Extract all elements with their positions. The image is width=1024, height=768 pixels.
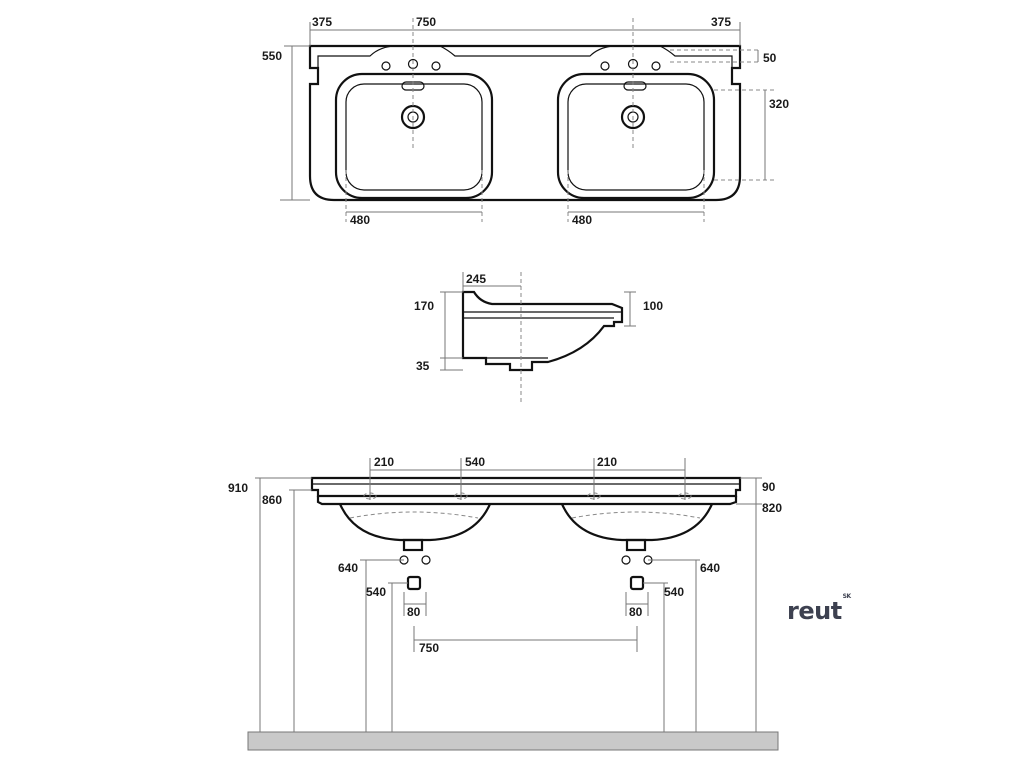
dim-offset-80-left: 80 xyxy=(407,605,421,619)
left-tap-hole-side-b xyxy=(431,61,441,71)
right-supply-valves xyxy=(621,555,653,565)
dim-bowl-depth-320: 320 xyxy=(769,97,789,111)
dim-drain-spacing-750: 750 xyxy=(419,641,439,655)
top-view: 375 750 375 550 50 320 480 480 xyxy=(262,15,789,227)
left-bowl-inner xyxy=(345,83,483,191)
brand-mark: SK xyxy=(842,593,851,600)
dim-height-820: 820 xyxy=(762,501,782,515)
side-view-outline xyxy=(461,290,624,372)
front-view-apron xyxy=(316,496,738,506)
dim-hole-540: 540 xyxy=(465,455,485,469)
front-right-drain-neck xyxy=(625,538,647,552)
right-tap-hole-side-a xyxy=(600,61,610,71)
left-waste-icon xyxy=(406,575,422,591)
dim-depth-550: 550 xyxy=(262,49,282,63)
front-view-top xyxy=(310,476,742,498)
dim-backsplash-245: 245 xyxy=(466,272,486,286)
left-tap-hole-side-a xyxy=(381,61,391,71)
dim-top-375-right: 375 xyxy=(711,15,731,29)
dim-height-860: 860 xyxy=(262,493,282,507)
dim-waste-540-right: 540 xyxy=(664,585,684,599)
top-view-outline xyxy=(308,44,742,202)
right-bowl-outer xyxy=(556,72,716,200)
dim-hole-210-right: 210 xyxy=(597,455,617,469)
dim-drain-640-left: 640 xyxy=(338,561,358,575)
dim-height-910: 910 xyxy=(228,481,248,495)
right-tap-hole-side-b xyxy=(651,61,661,71)
front-right-bowl xyxy=(560,503,714,542)
dim-front-100: 100 xyxy=(643,299,663,313)
right-bowl-inner xyxy=(567,83,705,191)
front-left-bowl xyxy=(338,503,492,542)
front-view: 210 540 210 910 860 90 820 640 640 540 5… xyxy=(228,455,782,751)
front-left-bowl-inner xyxy=(349,511,479,519)
dim-top-750: 750 xyxy=(416,15,436,29)
dim-drain-640-right: 640 xyxy=(700,561,720,575)
left-valve-b xyxy=(421,555,431,565)
side-view: 245 170 35 100 xyxy=(414,272,663,402)
front-left-drain-neck xyxy=(402,538,424,552)
right-overflow-icon xyxy=(623,81,647,91)
dim-drain-35: 35 xyxy=(416,359,430,373)
front-right-bowl-inner xyxy=(571,511,701,519)
brand-logo: reutSK xyxy=(787,593,851,625)
right-valve-a xyxy=(621,555,631,565)
brand-name: reut xyxy=(787,597,842,625)
top-view-rim-line xyxy=(317,45,733,68)
floor xyxy=(247,731,779,751)
dim-hole-210-left: 210 xyxy=(374,455,394,469)
left-bowl-outer xyxy=(334,72,494,200)
left-supply-valves xyxy=(399,555,431,565)
dim-rim-50: 50 xyxy=(763,51,777,65)
dim-bowl-width-right-480: 480 xyxy=(572,213,592,227)
dim-bowl-width-left-480: 480 xyxy=(350,213,370,227)
dim-offset-80-right: 80 xyxy=(629,605,643,619)
dim-thickness-90: 90 xyxy=(762,480,776,494)
dim-height-170: 170 xyxy=(414,299,434,313)
dim-waste-540-left: 540 xyxy=(366,585,386,599)
dim-top-375-left: 375 xyxy=(312,15,332,29)
right-waste-icon xyxy=(629,575,645,591)
